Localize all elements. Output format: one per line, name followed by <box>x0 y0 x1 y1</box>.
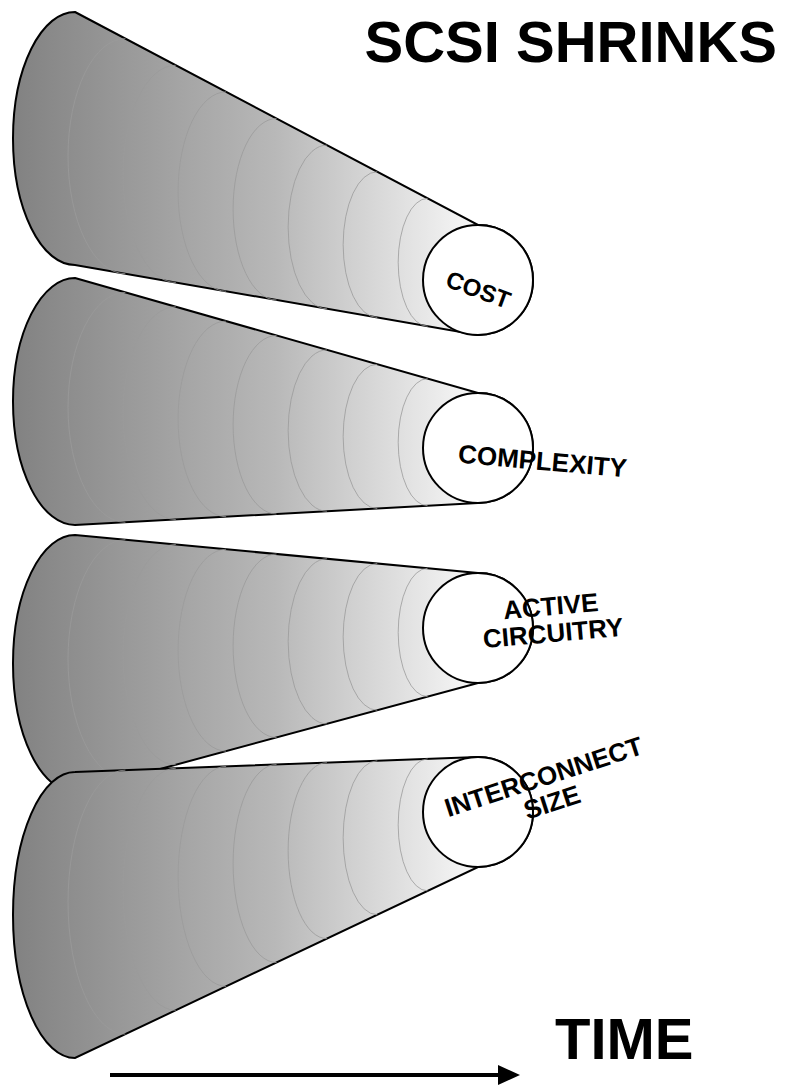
cone-facet <box>123 545 176 765</box>
cone-facet <box>68 770 125 1034</box>
cone-facet <box>233 119 276 301</box>
shrinking-item: INTERCONNECT SIZE <box>434 730 662 851</box>
item-text: ACTIVE CIRCUITRY <box>475 587 629 654</box>
time-arrowhead <box>498 1065 520 1085</box>
cone-facet <box>178 92 226 291</box>
cone-shape <box>13 278 533 525</box>
cone-facet <box>178 321 226 517</box>
cone-facet <box>178 766 226 986</box>
cone-facet <box>343 761 377 915</box>
shrinking-item: ACTIVE CIRCUITRY <box>475 587 629 654</box>
cone-facet <box>288 145 327 309</box>
cone-facet <box>343 172 377 318</box>
time-arrow <box>110 1073 505 1077</box>
item-text: INTERCONNECT SIZE <box>434 730 662 851</box>
cone-facet <box>68 292 125 522</box>
cone-facet <box>343 364 377 508</box>
cone-facet <box>178 549 226 751</box>
cone-facet <box>288 559 327 724</box>
cone-facet <box>233 336 276 515</box>
cone-facet <box>233 554 276 738</box>
cone-facet <box>398 759 427 891</box>
cone-facet <box>123 307 176 520</box>
cone-end-circle <box>423 225 533 335</box>
cone-facet <box>288 763 327 939</box>
diagram-title: SCSI SHRINKS <box>364 8 777 75</box>
cone-facet <box>123 768 176 1010</box>
cone-facet <box>233 765 276 963</box>
cone-facet <box>343 564 377 711</box>
cone-facet <box>123 65 176 282</box>
cone-facet <box>288 350 327 511</box>
axis-label: TIME <box>555 1005 694 1072</box>
cone-facet <box>68 39 125 274</box>
cone-shape <box>13 535 533 792</box>
cone-facet <box>68 540 125 779</box>
cone-facet <box>398 198 427 326</box>
